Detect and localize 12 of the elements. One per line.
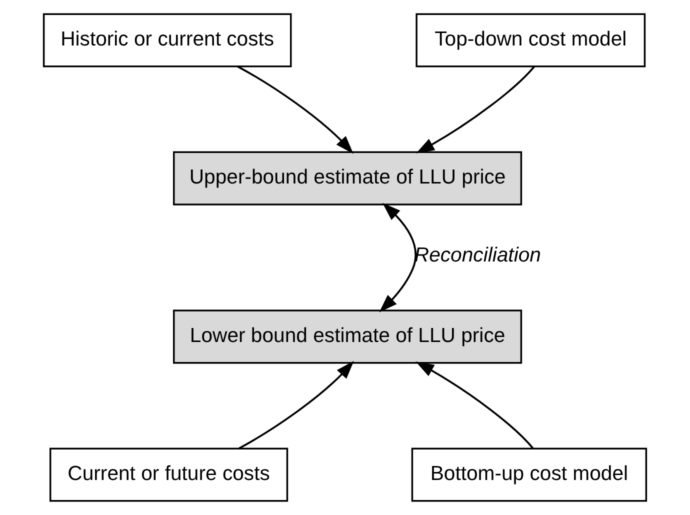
- node-box: Bottom-up cost model: [411, 448, 648, 502]
- node-box: Lower bound estimate of LLU price: [173, 310, 522, 364]
- node-box: Current or future costs: [49, 448, 288, 502]
- node-box: Historic or current costs: [42, 13, 292, 68]
- arrow: [237, 66, 354, 154]
- edge-label: Reconciliation: [414, 244, 541, 266]
- arrow: [416, 66, 536, 154]
- arrow: [379, 202, 416, 312]
- node-box: Upper-bound estimate of LLU price: [173, 151, 522, 206]
- arrow: [238, 360, 354, 450]
- node-box: Top-down cost model: [416, 13, 646, 68]
- arrow: [416, 362, 534, 449]
